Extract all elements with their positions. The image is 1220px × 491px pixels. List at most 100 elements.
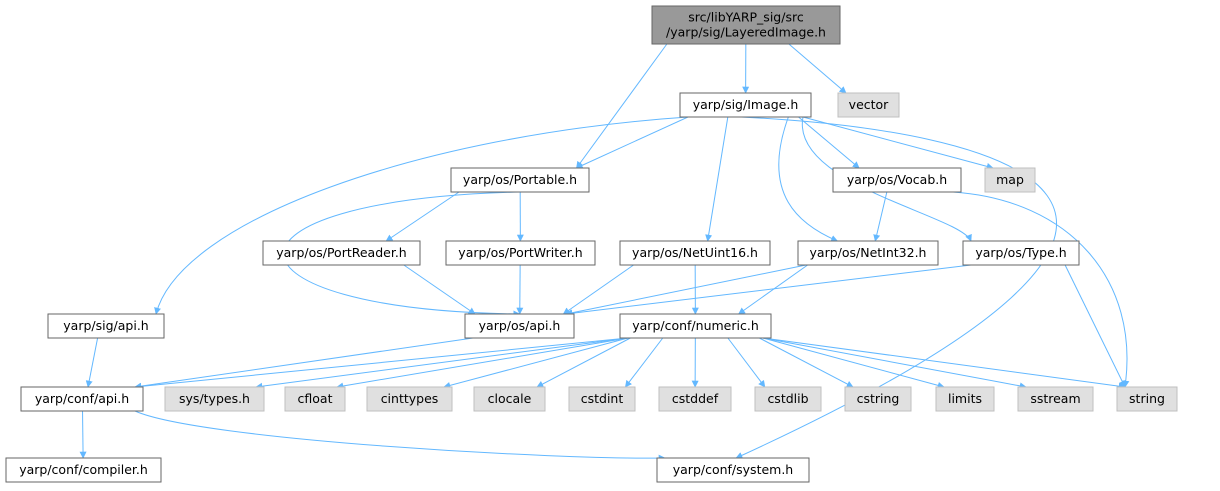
node-box [656,457,810,483]
node-cfloat: cfloat [284,386,346,412]
node-box [5,457,162,483]
node-label: yarp/conf/api.h [35,391,129,406]
node-box [651,5,841,45]
node-label: cstring [857,391,900,406]
node-clocale: clocale [473,386,546,412]
edge-numeric-to-confapi [134,337,629,390]
node-osapi[interactable]: yarp/os/api.h [464,313,575,339]
edge-vocab-to-netint32 [873,191,888,242]
node-box [832,167,962,193]
edge-image-to-type [802,116,972,242]
edge-numeric-to-limits [762,337,945,389]
edge-numeric-to-string [762,337,1126,390]
node-root[interactable]: src/libYARP_sig/src/yarp/sig/LayeredImag… [651,5,841,45]
node-confapi[interactable]: yarp/conf/api.h [20,386,144,412]
node-vector: vector [837,92,900,118]
node-label: cstdlib [767,391,808,406]
node-cinttypes: cinttypes [366,386,453,412]
node-string: string [1116,386,1178,412]
edge-root-to-vector [788,43,847,94]
node-label: yarp/os/Type.h [975,245,1066,260]
node-label: cinttypes [381,391,439,406]
node-box [284,386,346,412]
node-image[interactable]: yarp/sig/Image.h [679,92,812,118]
node-box [47,313,165,339]
edge-numeric-to-sstream [762,337,1027,390]
edge-netint32-to-osapi [565,264,807,317]
node-label: cstdint [581,391,624,406]
node-label: cstddef [672,391,719,406]
node-portreader[interactable]: yarp/os/PortReader.h [262,240,421,266]
edge-numeric-to-cfloat [336,337,629,390]
node-label: string [1129,391,1165,406]
node-box [20,386,144,412]
edge-image-to-portable [575,116,689,169]
node-box [1017,386,1094,412]
node-box [797,240,939,266]
edge-image-to-system [735,116,1057,459]
edge-root-to-portable [576,43,668,169]
node-box [464,313,575,339]
node-label: yarp/os/api.h [479,318,561,333]
node-label: cfloat [298,391,333,406]
node-label: yarp/os/NetInt32.h [810,245,927,260]
node-portable[interactable]: yarp/os/Portable.h [450,167,590,193]
edge-netuint16-to-osapi [562,264,634,315]
edge-image-to-vocab [798,116,860,169]
node-netint32[interactable]: yarp/os/NetInt32.h [797,240,939,266]
node-portwriter[interactable]: yarp/os/PortWriter.h [445,240,596,266]
edge-portable-to-portreader [385,191,460,242]
edge-image-to-sigapi [154,116,689,315]
node-cstring: cstring [844,386,912,412]
node-label: yarp/conf/system.h [673,462,793,477]
node-box [473,386,546,412]
node-label: limits [948,391,982,406]
node-label: yarp/sig/Image.h [693,97,799,112]
edge-netint32-to-numeric [738,264,808,315]
node-label: yarp/os/PortReader.h [276,245,406,260]
edge-numeric-to-cstdint [624,337,664,388]
node-label: yarp/os/Portable.h [463,172,577,187]
node-box [568,386,636,412]
node-label: /yarp/sig/LayeredImage.h [666,25,826,40]
node-label: src/libYARP_sig/src [688,10,804,25]
node-box [619,313,772,339]
node-box [984,167,1036,193]
node-box [837,92,900,118]
edge-numeric-to-cinttypes [443,337,629,389]
node-box [164,386,265,412]
node-cstdint: cstdint [568,386,636,412]
node-label: yarp/sig/api.h [63,318,148,333]
node-label: vector [849,97,890,112]
node-box [262,240,421,266]
node-netuint16[interactable]: yarp/os/NetUint16.h [619,240,771,266]
node-label: yarp/os/NetUint16.h [632,245,758,260]
node-box [754,386,822,412]
node-label: map [996,172,1024,187]
edge-confapi-to-system [134,410,666,462]
node-system[interactable]: yarp/conf/system.h [656,457,810,483]
node-numeric[interactable]: yarp/conf/numeric.h [619,313,772,339]
edge-numeric-to-cstring [759,337,854,388]
edge-sigapi-to-confapi [85,337,99,388]
node-sigapi[interactable]: yarp/sig/api.h [47,313,165,339]
node-compiler[interactable]: yarp/conf/compiler.h [5,457,162,483]
node-box [366,386,453,412]
edge-image-to-netuint16 [705,116,729,242]
node-vocab[interactable]: yarp/os/Vocab.h [832,167,962,193]
node-box [658,386,732,412]
node-sstream: sstream [1017,386,1094,412]
node-type[interactable]: yarp/os/Type.h [962,240,1080,266]
node-label: clocale [488,391,532,406]
edge-numeric-to-clocale [536,337,631,388]
node-box [962,240,1080,266]
edge-image-to-netint32 [778,116,839,242]
edge-image-to-map [802,116,994,170]
node-box [1116,386,1178,412]
edge-type-to-string [1064,264,1126,388]
edge-vocab-to-string [952,191,1130,388]
node-box [619,240,771,266]
node-label: sys/types.h [179,391,250,406]
edge-numeric-to-cstdlib [727,337,766,388]
